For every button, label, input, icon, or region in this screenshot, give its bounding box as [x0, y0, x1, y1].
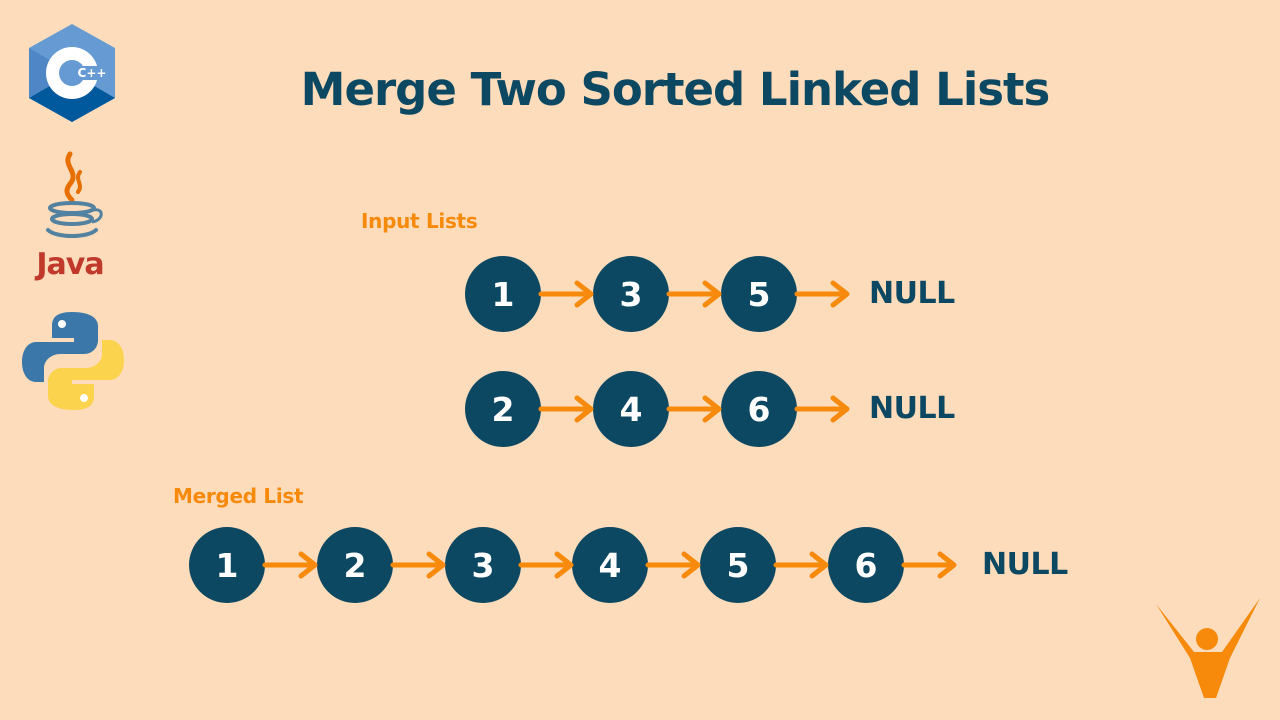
next-pointer-arrow — [518, 551, 574, 579]
list-node: 4 — [572, 527, 648, 603]
next-pointer-arrow — [773, 551, 829, 579]
cpp-logo-icon: C++ — [29, 24, 115, 122]
list-node: 3 — [445, 527, 521, 603]
list-node: 5 — [721, 256, 797, 332]
brand-logo-icon — [1156, 598, 1260, 698]
null-pointer-arrow — [794, 280, 850, 308]
list-node: 3 — [593, 256, 669, 332]
next-pointer-arrow — [666, 395, 722, 423]
list-node: 6 — [828, 527, 904, 603]
null-pointer-arrow — [794, 395, 850, 423]
next-pointer-arrow — [538, 280, 594, 308]
input-lists-label: Input Lists — [361, 209, 478, 233]
java-logo-icon: Java — [34, 151, 105, 282]
page-title: Merge Two Sorted Linked Lists — [300, 63, 1051, 116]
next-pointer-arrow — [538, 395, 594, 423]
null-terminator: NULL — [869, 391, 955, 426]
next-pointer-arrow — [645, 551, 701, 579]
null-pointer-arrow — [901, 551, 957, 579]
null-terminator: NULL — [982, 547, 1068, 582]
list-node: 5 — [700, 527, 776, 603]
list-node: 1 — [189, 527, 265, 603]
cpp-logo-text: C++ — [78, 66, 107, 80]
java-logo-text: Java — [34, 247, 103, 282]
next-pointer-arrow — [390, 551, 446, 579]
list-node: 2 — [465, 371, 541, 447]
python-logo-icon — [22, 312, 124, 410]
list-node: 6 — [721, 371, 797, 447]
null-terminator: NULL — [869, 276, 955, 311]
merged-list-label: Merged List — [173, 484, 304, 508]
next-pointer-arrow — [262, 551, 318, 579]
list-node: 1 — [465, 256, 541, 332]
list-node: 4 — [593, 371, 669, 447]
next-pointer-arrow — [666, 280, 722, 308]
list-node: 2 — [317, 527, 393, 603]
